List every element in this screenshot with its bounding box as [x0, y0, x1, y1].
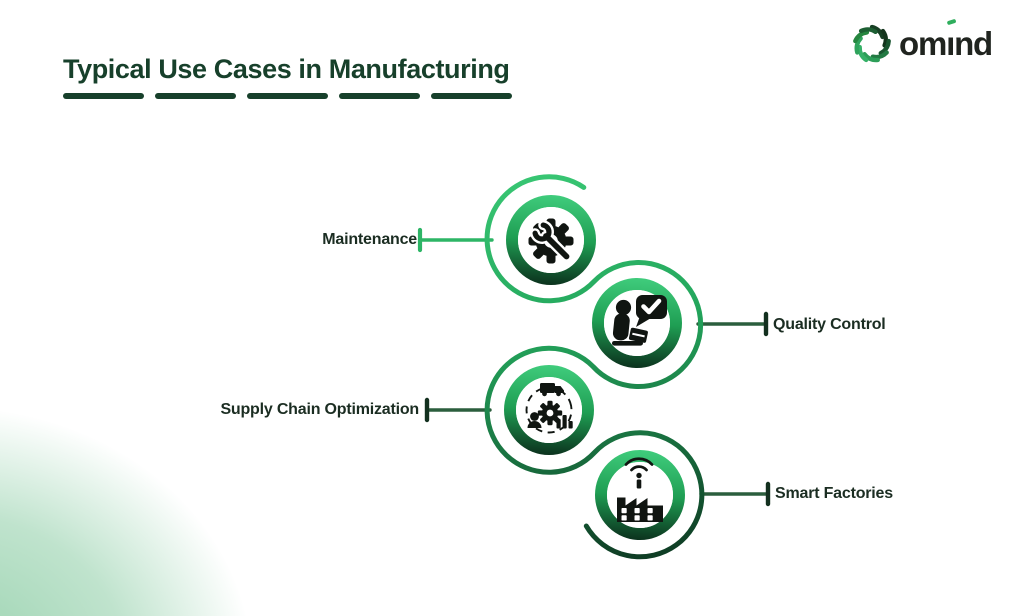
title-underline-dash [431, 93, 512, 99]
person-icon [527, 412, 542, 428]
title-underline-dash [63, 93, 144, 99]
node-ring [595, 450, 685, 540]
title-underline-dash [155, 93, 236, 99]
label-quality-control: Quality Control [773, 316, 886, 333]
wordmark-part: nd [954, 24, 993, 62]
truck-icon [540, 383, 564, 397]
swirl-chain-arc [484, 174, 705, 560]
connector-supply-chain [424, 397, 492, 423]
use-case-node-supply-chain [504, 365, 594, 455]
gear-wrench-icon [528, 218, 574, 264]
use-case-node-quality-control [592, 278, 682, 368]
swirl-petals-icon [853, 24, 891, 63]
page-title: Typical Use Cases in Manufacturing [63, 54, 510, 84]
title-underline-dash [247, 93, 328, 99]
node-ring [506, 195, 596, 285]
logistics-cycle-icon [525, 383, 573, 434]
factory-wifi-icon [617, 457, 663, 522]
label-supply-chain-optimization: Supply Chain Optimization [220, 401, 419, 418]
title-underline-dash [339, 93, 420, 99]
node-ring [504, 365, 594, 455]
gear-icon [537, 400, 563, 426]
use-case-node-smart-factories [595, 450, 685, 540]
label-smart-factories: Smart Factories [775, 485, 893, 502]
title-block: Typical Use Cases in Manufacturing [63, 54, 512, 99]
use-case-node-maintenance [506, 195, 596, 285]
connector-maintenance [417, 227, 494, 253]
title-underline [63, 93, 512, 99]
bar-chart-icon [556, 415, 573, 429]
connector-quality-control [696, 311, 769, 337]
wordmark-part: om [899, 24, 947, 62]
wordmark-i-accented: ı [946, 24, 955, 62]
person-chat-checkmark-icon [612, 295, 667, 346]
label-maintenance: Maintenance [322, 231, 417, 248]
node-ring [592, 278, 682, 368]
connector-smart-factories [699, 481, 771, 507]
